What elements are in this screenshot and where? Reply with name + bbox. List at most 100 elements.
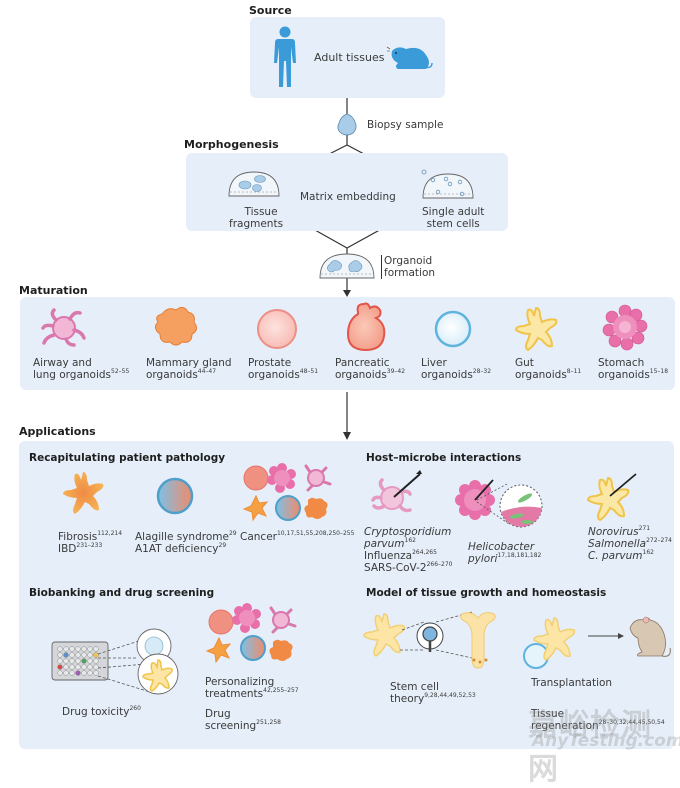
mammary-gland-label: Mammary gland organoids44–47 <box>146 357 232 381</box>
fibrosis-text: Fibrosis <box>58 531 98 543</box>
organoid-formation-dome-icon <box>319 253 375 279</box>
host-microbe-title: Host–microbe interactions <box>366 452 522 464</box>
stem-cells-line1: Single adult <box>422 206 485 218</box>
cancer-refs: 10,17,51,55,208,250–255 <box>276 530 355 537</box>
applications-heading: Applications <box>19 425 96 438</box>
alagille-text: Alagille syndrome <box>135 531 229 543</box>
stem-cells-label: Single adult stem cells <box>422 206 484 230</box>
sars-refs: 266–270 <box>426 561 453 568</box>
biopsy-sample-label: Biopsy sample <box>367 119 444 131</box>
pathology-title: Recapitulating patient pathology <box>29 452 226 464</box>
cancer-text: Cancer <box>240 531 277 543</box>
norovirus-salmonella-label: Norovirus271 Salmonella272–274 C. parvum… <box>588 525 672 563</box>
pancreatic-line2: organoids <box>335 369 387 381</box>
transplantation-icon <box>523 616 671 669</box>
salmonella-refs: 272–274 <box>646 537 672 544</box>
airway-lung-line2: lung organoids <box>33 369 112 381</box>
tissue-fragments-line1: Tissue <box>244 206 278 218</box>
personalizing-refs: 42,255–257 <box>263 687 299 694</box>
drug-screening-line2: screening <box>205 720 257 732</box>
stem-cell-theory-icon <box>363 611 496 669</box>
pancreatic-refs: 39–42 <box>386 368 406 375</box>
tissue-regeneration-line1: Tissue <box>531 708 565 720</box>
salmonella-text: Salmonella <box>588 538 647 550</box>
airway-lung-refs: 52–55 <box>111 368 130 375</box>
gut-organoid-icon <box>514 306 558 352</box>
alagille-organoid-icon <box>156 477 194 515</box>
drug-toxicity-plate-icon <box>51 628 179 695</box>
crypto-organoid-injection-icon <box>371 470 422 513</box>
alagille-refs: 29 <box>228 530 237 537</box>
model-title: Model of tissue growth and homeostasis <box>366 587 607 599</box>
watermark-en: AnyTesting.com <box>532 731 680 751</box>
gut-line1: Gut <box>515 357 534 369</box>
personalizing-line1: Personalizing <box>205 676 275 688</box>
helicobacter-label: Helicobacter pylori17,18,181,182 <box>468 541 541 565</box>
stem-cell-line2: theory <box>390 693 425 705</box>
stem-cells-dome-icon <box>421 169 474 199</box>
prostate-label: Prostate organoids48–51 <box>248 357 318 381</box>
drug-screening-line1: Drug <box>205 708 231 720</box>
mammary-gland-line2: organoids <box>146 369 198 381</box>
liver-organoid-icon <box>434 310 472 348</box>
fibrosis-ibd-label: Fibrosis112,214 IBD231–233 <box>58 530 123 556</box>
tissue-regeneration-label: Tissue regeneration28–30,32,44,45,50,54 <box>531 708 665 732</box>
biopsy-sample-icon <box>337 113 357 136</box>
liver-line1: Liver <box>421 357 447 369</box>
prostate-organoid-icon <box>257 309 297 349</box>
alagille-a1at-label: Alagille syndrome29 A1AT deficiency29 <box>135 530 237 556</box>
pancreatic-line1: Pancreatic <box>335 357 390 369</box>
tissue-regeneration-refs: 28–30,32,44,45,50,54 <box>598 719 665 726</box>
crypto-flu-sars-label: Cryptosporidium parvum162 Influenza264,2… <box>364 526 453 574</box>
tissue-fragments-dome-icon <box>228 171 280 197</box>
organoid-formation-line1: Organoid <box>384 255 433 267</box>
stem-cells-line2: stem cells <box>426 218 480 230</box>
stomach-organoid-icon <box>602 304 648 351</box>
crypto-line1: Cryptosporidium <box>364 526 452 538</box>
personalizing-treatments-label: Personalizing treatments42,255–257 <box>205 676 299 700</box>
adult-tissues-label: Adult tissues <box>314 51 385 64</box>
gut-label: Gut organoids8–11 <box>515 357 581 381</box>
pancreatic-label: Pancreatic organoids39–42 <box>335 357 405 381</box>
prostate-line1: Prostate <box>248 357 292 369</box>
influenza-refs: 264,265 <box>412 549 437 556</box>
cancer-organoids-cluster-icon <box>242 463 332 522</box>
tissue-fragments-label: Tissue fragments <box>229 206 283 230</box>
norovirus-text: Norovirus <box>588 526 639 538</box>
helicobacter-refs: 17,18,181,182 <box>497 552 542 559</box>
transplantation-label: Transplantation <box>531 677 613 689</box>
drug-toxicity-label: Drug toxicity260 <box>62 706 141 719</box>
mouse-icon <box>386 46 433 69</box>
gut-refs: 8–11 <box>566 368 582 375</box>
mammary-gland-organoid-icon <box>154 306 198 346</box>
gut-line2: organoids <box>515 369 567 381</box>
crypto-line2: parvum <box>364 538 405 550</box>
mammary-gland-refs: 44–47 <box>197 368 217 375</box>
tissue-fragments-line2: fragments <box>229 218 284 230</box>
maturation-heading: Maturation <box>19 284 88 297</box>
stomach-refs: 15–18 <box>649 368 669 375</box>
stomach-line2: organoids <box>598 369 650 381</box>
liver-label: Liver organoids28–32 <box>421 357 491 381</box>
mammary-gland-line1: Mammary gland <box>146 357 232 369</box>
norovirus-refs: 271 <box>638 525 651 532</box>
ibd-refs: 231–233 <box>76 542 103 549</box>
airway-lung-label: Airway and lung organoids52–55 <box>33 357 129 381</box>
human-icon <box>274 26 296 87</box>
helicobacter-organoid-zoom-icon <box>455 479 543 528</box>
a1at-text: A1AT deficiency <box>135 543 219 555</box>
organoid-formation-label: Organoid formation <box>381 255 435 279</box>
helicobacter-line2: pylori <box>468 553 498 565</box>
cparvum-refs: 162 <box>642 549 654 556</box>
cancer-label: Cancer10,17,51,55,208,250–255 <box>240 530 355 544</box>
airway-lung-line1: Airway and <box>33 357 92 369</box>
stomach-label: Stomach organoids15–18 <box>598 357 668 381</box>
fibrosis-refs: 112,214 <box>97 530 123 537</box>
stem-cell-refs: 9,28,44,49,52,53 <box>424 692 476 699</box>
maturation-box <box>20 297 675 390</box>
prostate-line2: organoids <box>248 369 300 381</box>
personalizing-line2: treatments <box>205 688 264 700</box>
drug-toxicity-text: Drug toxicity <box>62 706 130 718</box>
helicobacter-line1: Helicobacter <box>468 541 535 553</box>
source-heading: Source <box>249 4 292 17</box>
